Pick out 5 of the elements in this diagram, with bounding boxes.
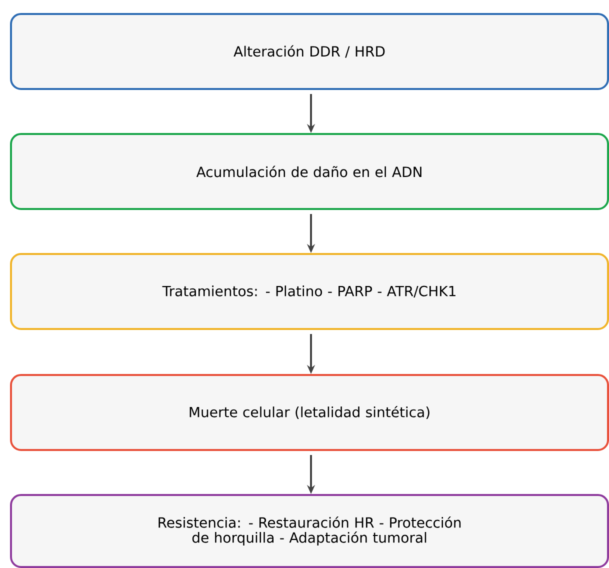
process-box: Tratamientos: - Platino - PARP - ATR/CHK1 xyxy=(10,253,609,330)
process-box: Resistencia: - Restauración HR - Protección de horquilla - Adaptación tumoral xyxy=(10,494,609,568)
process-box: Muerte celular (letalidad sintética) xyxy=(10,374,609,451)
process-box: Acumulación de daño en el ADN xyxy=(10,133,609,210)
process-box: Alteración DDR / HRD xyxy=(10,13,609,90)
